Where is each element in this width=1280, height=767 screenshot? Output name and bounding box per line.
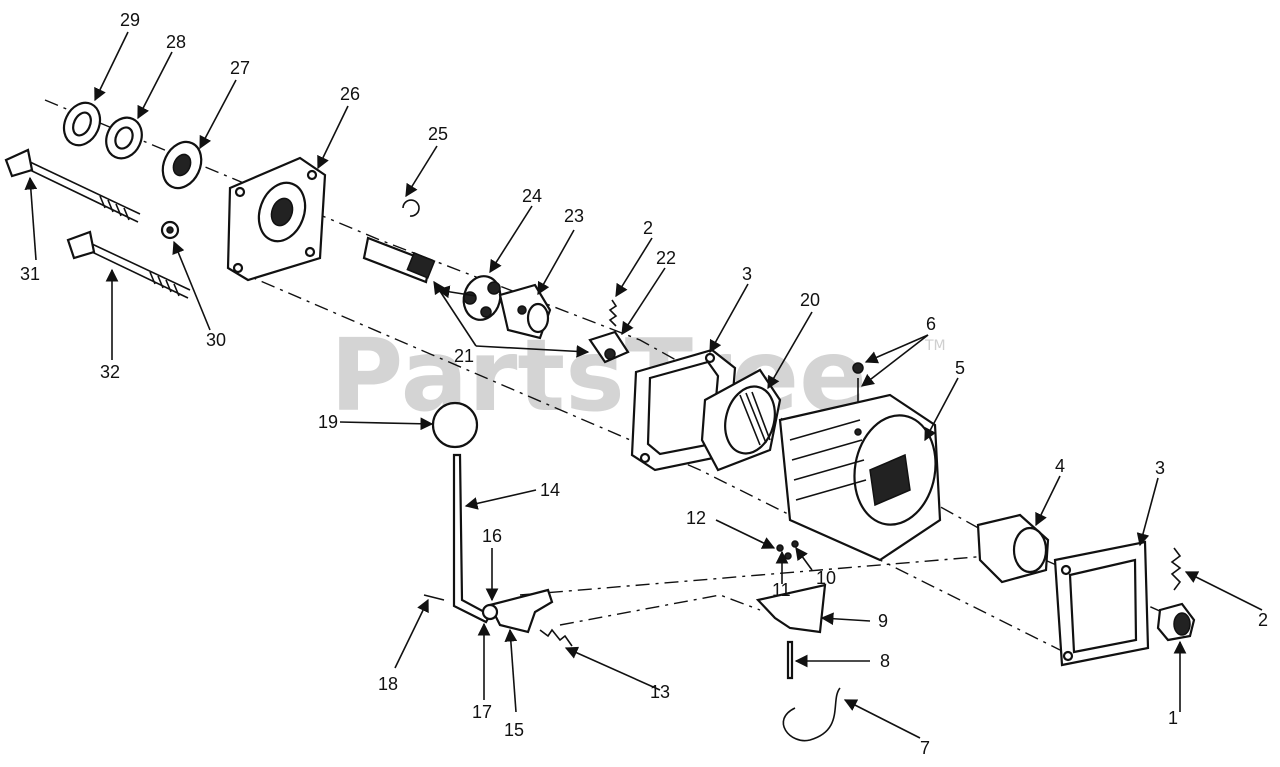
part-10-11-12-small-parts xyxy=(776,540,799,560)
callout-6: 6 xyxy=(926,314,936,334)
callout-3-b: 3 xyxy=(1155,458,1165,478)
part-23-rotor xyxy=(498,283,552,340)
part-8-pin xyxy=(786,640,794,680)
callout-2-b: 2 xyxy=(1258,610,1268,630)
callout-10: 10 xyxy=(816,568,836,588)
part-5-housing xyxy=(778,393,942,562)
part-32-bolt xyxy=(66,230,191,299)
callout-2-a: 2 xyxy=(643,218,653,238)
part-29-oil-seal xyxy=(62,101,102,147)
part-9-clip xyxy=(755,583,827,634)
part-27-bearing xyxy=(161,140,203,190)
watermark-tm: TM xyxy=(924,338,946,354)
callout-12: 12 xyxy=(686,508,706,528)
part-6-screws xyxy=(852,362,864,436)
part-18-pin xyxy=(423,594,445,601)
callout-21: 21 xyxy=(454,346,474,366)
callout-27: 27 xyxy=(230,58,250,78)
part-24-gear xyxy=(462,275,502,321)
part-1-fitting xyxy=(1156,602,1196,642)
callout-13: 13 xyxy=(650,682,670,702)
part-2-spring-right xyxy=(1170,547,1182,591)
linkage-axis xyxy=(519,554,1001,596)
callout-1: 1 xyxy=(1168,708,1178,728)
callout-32: 32 xyxy=(100,362,120,382)
linkage-axis-2 xyxy=(559,594,761,626)
callout-26: 26 xyxy=(340,84,360,104)
callout-16: 16 xyxy=(482,526,502,546)
callout-24: 24 xyxy=(522,186,542,206)
part-3-gasket-right xyxy=(1053,540,1150,667)
part-26-end-plate xyxy=(226,156,327,282)
callout-18: 18 xyxy=(378,674,398,694)
callout-31: 31 xyxy=(20,264,40,284)
callout-28: 28 xyxy=(166,32,186,52)
callout-17: 17 xyxy=(472,702,492,722)
callout-3-a: 3 xyxy=(742,264,752,284)
part-4-bearing xyxy=(976,513,1050,584)
callout-22: 22 xyxy=(656,248,676,268)
watermark: PartsTree xyxy=(330,317,867,434)
part-31-bolt xyxy=(4,148,141,223)
callout-11: 11 xyxy=(772,580,791,600)
part-2-spring xyxy=(608,299,618,327)
callout-25: 25 xyxy=(428,124,448,144)
part-20-ring-gear xyxy=(700,368,782,472)
part-19-knob xyxy=(431,401,479,449)
part-7-wire xyxy=(782,687,841,742)
callout-19: 19 xyxy=(318,412,338,432)
callout-15: 15 xyxy=(504,720,524,740)
part-25-retaining-ring xyxy=(402,199,420,217)
part-28-washer xyxy=(105,116,143,160)
callout-5: 5 xyxy=(955,358,965,378)
part-15-bracket xyxy=(481,588,554,634)
leader-lines xyxy=(24,31,1263,739)
callout-9: 9 xyxy=(878,611,888,631)
callout-23: 23 xyxy=(564,206,584,226)
part-21-shaft xyxy=(362,236,436,284)
callout-29: 29 xyxy=(120,10,140,30)
callout-30: 30 xyxy=(206,330,226,350)
assembly-axis-lower xyxy=(234,269,1061,651)
callout-14: 14 xyxy=(540,480,560,500)
callout-8: 8 xyxy=(880,651,890,671)
part-30-nut xyxy=(160,220,180,240)
callout-20: 20 xyxy=(800,290,820,310)
part-22-coupling xyxy=(588,330,630,364)
part-13-spring xyxy=(539,628,573,647)
callout-4: 4 xyxy=(1055,456,1065,476)
callout-7: 7 xyxy=(920,738,930,758)
